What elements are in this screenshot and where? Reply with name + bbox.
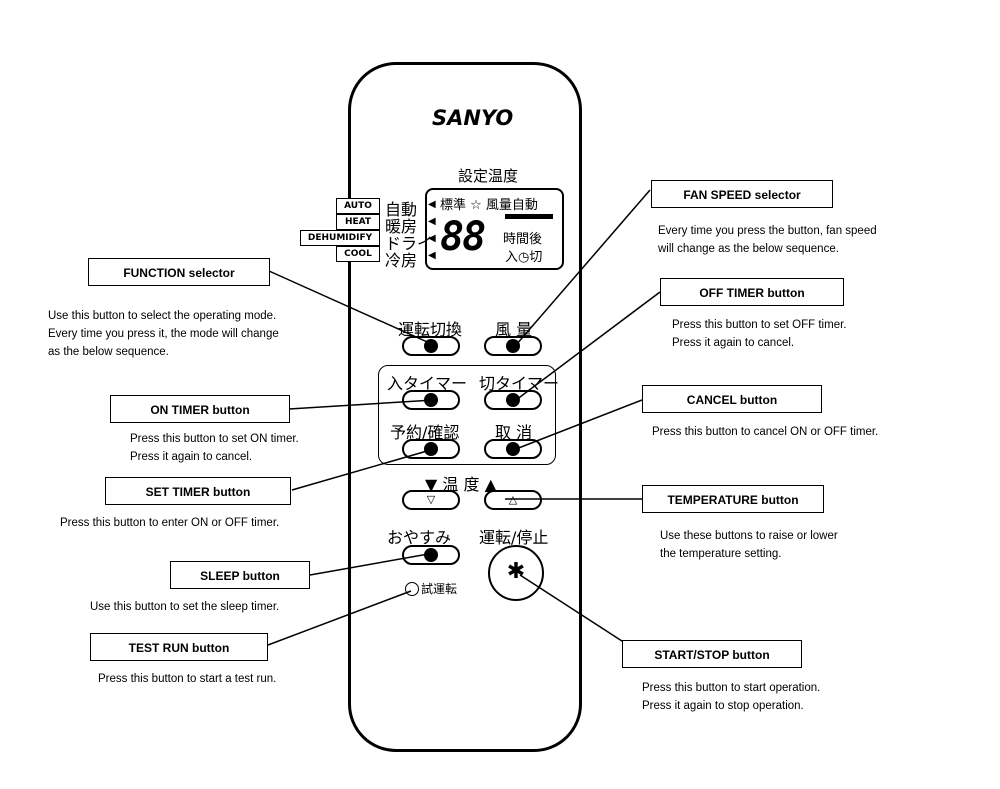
start-stop-button[interactable]: ✱ xyxy=(488,545,544,601)
lcd-title: 設定温度 xyxy=(458,167,519,185)
temperature-jp-label: ▼ 温 度 ▲ xyxy=(425,475,497,494)
on-timer-button[interactable] xyxy=(402,390,460,410)
temperature-down-button[interactable]: ▽ xyxy=(402,490,460,510)
mode-label-heat: HEAT xyxy=(336,214,380,230)
lcd-bars xyxy=(505,214,553,219)
off-timer-desc-2: Press it again to cancel. xyxy=(672,337,795,349)
set-timer-label: SET TIMER button xyxy=(105,477,291,505)
lcd-fan-row: 標準 ☆ 風量自動 xyxy=(440,198,538,213)
cancel-button[interactable] xyxy=(484,439,542,459)
temperature-desc-1: Use these buttons to raise or lower xyxy=(660,530,838,542)
mode-label-cool: COOL xyxy=(336,246,380,262)
sleep-jp-label: おやすみ xyxy=(387,528,452,547)
fan-speed-desc-2: will change as the below sequence. xyxy=(658,243,839,255)
brand-logo: SANYO xyxy=(432,106,514,130)
triangle-down-icon: ▽ xyxy=(426,493,436,506)
mode-label-dehumidify: DEHUMIDIFY xyxy=(300,230,380,246)
cancel-desc-1: Press this button to cancel ON or OFF ti… xyxy=(652,426,879,438)
function-button[interactable] xyxy=(402,336,460,356)
button-dot xyxy=(424,442,438,456)
mode-label-auto: AUTO xyxy=(336,198,380,214)
fan-speed-label: FAN SPEED selector xyxy=(651,180,833,208)
set-timer-jp-label: 予約/確認 xyxy=(390,423,460,442)
button-dot xyxy=(424,393,438,407)
set-timer-desc-1: Press this button to enter ON or OFF tim… xyxy=(60,517,280,529)
mode-jp-dry: ドライ xyxy=(385,234,434,253)
sleep-label: SLEEP button xyxy=(170,561,310,589)
test-run-button[interactable] xyxy=(405,582,419,596)
off-timer-button[interactable] xyxy=(484,390,542,410)
fan-speed-button[interactable] xyxy=(484,336,542,356)
button-dot xyxy=(424,339,438,353)
lcd-hours: 時間後 xyxy=(503,232,543,247)
sleep-desc-1: Use this button to set the sleep timer. xyxy=(90,601,280,613)
button-dot xyxy=(424,548,438,562)
temperature-up-button[interactable]: △ xyxy=(484,490,542,510)
mode-jp-auto: 自動 xyxy=(385,200,418,219)
power-icon: ✱ xyxy=(506,559,526,584)
start-stop-jp-label: 運転/停止 xyxy=(479,528,549,547)
cancel-label: CANCEL button xyxy=(642,385,822,413)
start-stop-desc-2: Press it again to stop operation. xyxy=(642,700,804,712)
mode-jp-cool: 冷房 xyxy=(385,251,418,270)
button-dot xyxy=(506,339,520,353)
triangle-up-icon: △ xyxy=(508,493,518,506)
function-selector-desc-3: as the below sequence. xyxy=(48,346,169,358)
start-stop-label: START/STOP button xyxy=(622,640,802,668)
test-run-desc-1: Press this button to start a test run. xyxy=(98,673,277,685)
lcd-timer-icons: 入◷切 xyxy=(505,250,543,265)
off-timer-desc-1: Press this button to set OFF timer. xyxy=(672,319,847,331)
off-timer-label: OFF TIMER button xyxy=(660,278,844,306)
fan-speed-desc-1: Every time you press the button, fan spe… xyxy=(658,225,877,237)
start-stop-desc-1: Press this button to start operation. xyxy=(642,682,821,694)
set-timer-button[interactable] xyxy=(402,439,460,459)
on-timer-desc-1: Press this button to set ON timer. xyxy=(130,433,299,445)
function-selector-label: FUNCTION selector xyxy=(88,258,270,286)
function-selector-desc-2: Every time you press it, the mode will c… xyxy=(48,328,279,340)
button-dot xyxy=(506,442,520,456)
button-dot xyxy=(506,393,520,407)
on-timer-label: ON TIMER button xyxy=(110,395,290,423)
temperature-desc-2: the temperature setting. xyxy=(660,548,782,560)
test-run-jp-label: 試運転 xyxy=(421,582,458,596)
on-timer-desc-2: Press it again to cancel. xyxy=(130,451,253,463)
mode-jp-heat: 暖房 xyxy=(385,217,418,236)
temperature-label: TEMPERATURE button xyxy=(642,485,824,513)
function-selector-desc-1: Use this button to select the operating … xyxy=(48,310,277,322)
on-timer-jp-label: 入タイマー xyxy=(387,374,468,393)
lcd-mode-arrows: ◀◀◀◀ xyxy=(428,199,436,261)
test-run-label: TEST RUN button xyxy=(90,633,268,661)
lcd-digits: 88 xyxy=(440,214,486,260)
sleep-button[interactable] xyxy=(402,545,460,565)
